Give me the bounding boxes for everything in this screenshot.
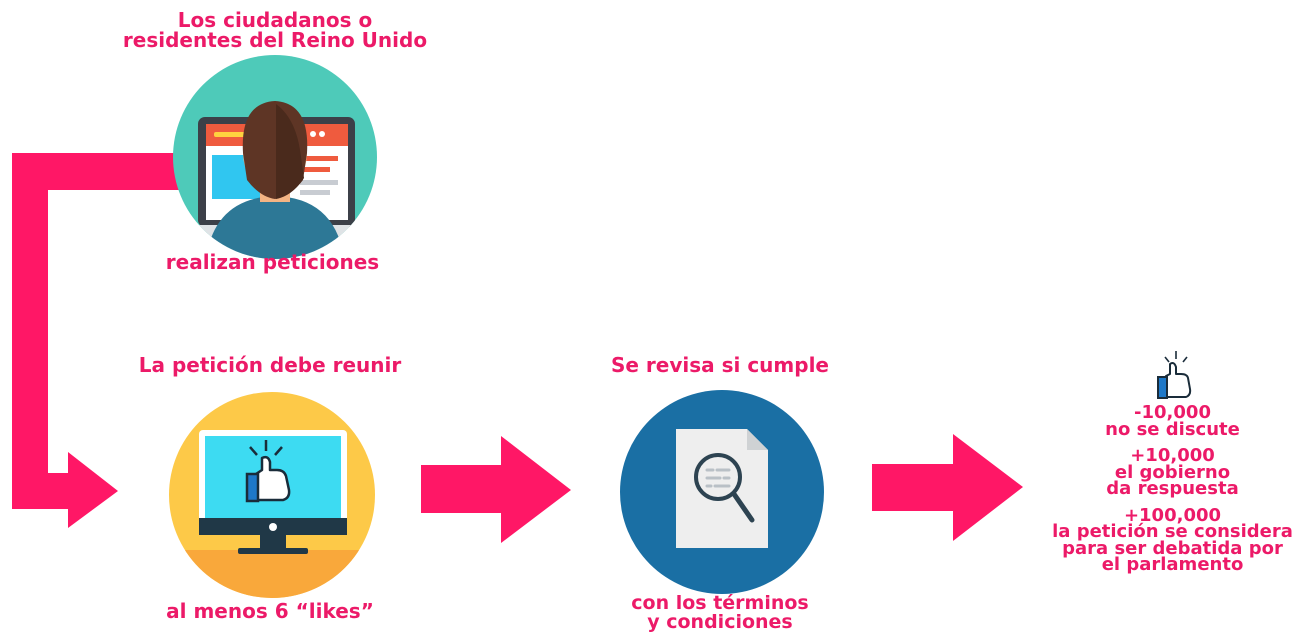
outcome-text: la petición se considera xyxy=(1052,521,1293,543)
outcomes-list: -10,000 no se discute +10,000 el gobiern… xyxy=(1040,402,1305,584)
step1-caption: realizan peticiones xyxy=(165,250,380,274)
arrow-step3-to-outcomes xyxy=(872,434,1023,541)
document-search-icon xyxy=(620,390,824,594)
arrow-step2-to-step3 xyxy=(421,436,571,543)
step2-caption: al menos 6 “likes” xyxy=(166,599,374,623)
step3-title: Se revisa si cumple xyxy=(610,353,829,377)
outcome-over-100000: +100,000 la petición se considera para s… xyxy=(1040,504,1305,576)
step1-title-line2: residentes del Reino Unido xyxy=(122,28,428,52)
outcome-threshold: +100,000 xyxy=(1123,504,1222,526)
outcome-threshold: +10,000 xyxy=(1130,445,1215,467)
outcome-threshold: -10,000 xyxy=(1134,402,1211,423)
step2-title: La petición debe reunir xyxy=(138,353,402,377)
outcome-over-10000: +10,000 el gobierno da respuesta xyxy=(1040,445,1305,500)
step3-caption-line1: con los términos xyxy=(631,592,809,614)
outcome-text: el gobierno xyxy=(1114,461,1231,483)
person-at-computer-icon xyxy=(173,55,377,259)
outcome-under-10000: -10,000 no se discute xyxy=(1040,402,1305,440)
monitor-like-icon xyxy=(169,392,375,598)
connector-arrow-step1-to-step2 xyxy=(12,153,180,528)
step1-title: Los ciudadanos o residentes del Reino Un… xyxy=(110,10,440,50)
step1-title-line1: Los ciudadanos o xyxy=(177,8,373,32)
outcome-text: para ser debatida por xyxy=(1062,537,1283,559)
outcome-text: el parlamento xyxy=(1101,554,1244,576)
outcome-text: no se discute xyxy=(1105,418,1240,440)
step3-caption-line2: y condiciones xyxy=(647,611,793,633)
thumbs-up-icon xyxy=(1157,351,1192,399)
outcome-text: da respuesta xyxy=(1106,478,1239,500)
step3-caption: con los términos y condiciones xyxy=(580,594,860,632)
